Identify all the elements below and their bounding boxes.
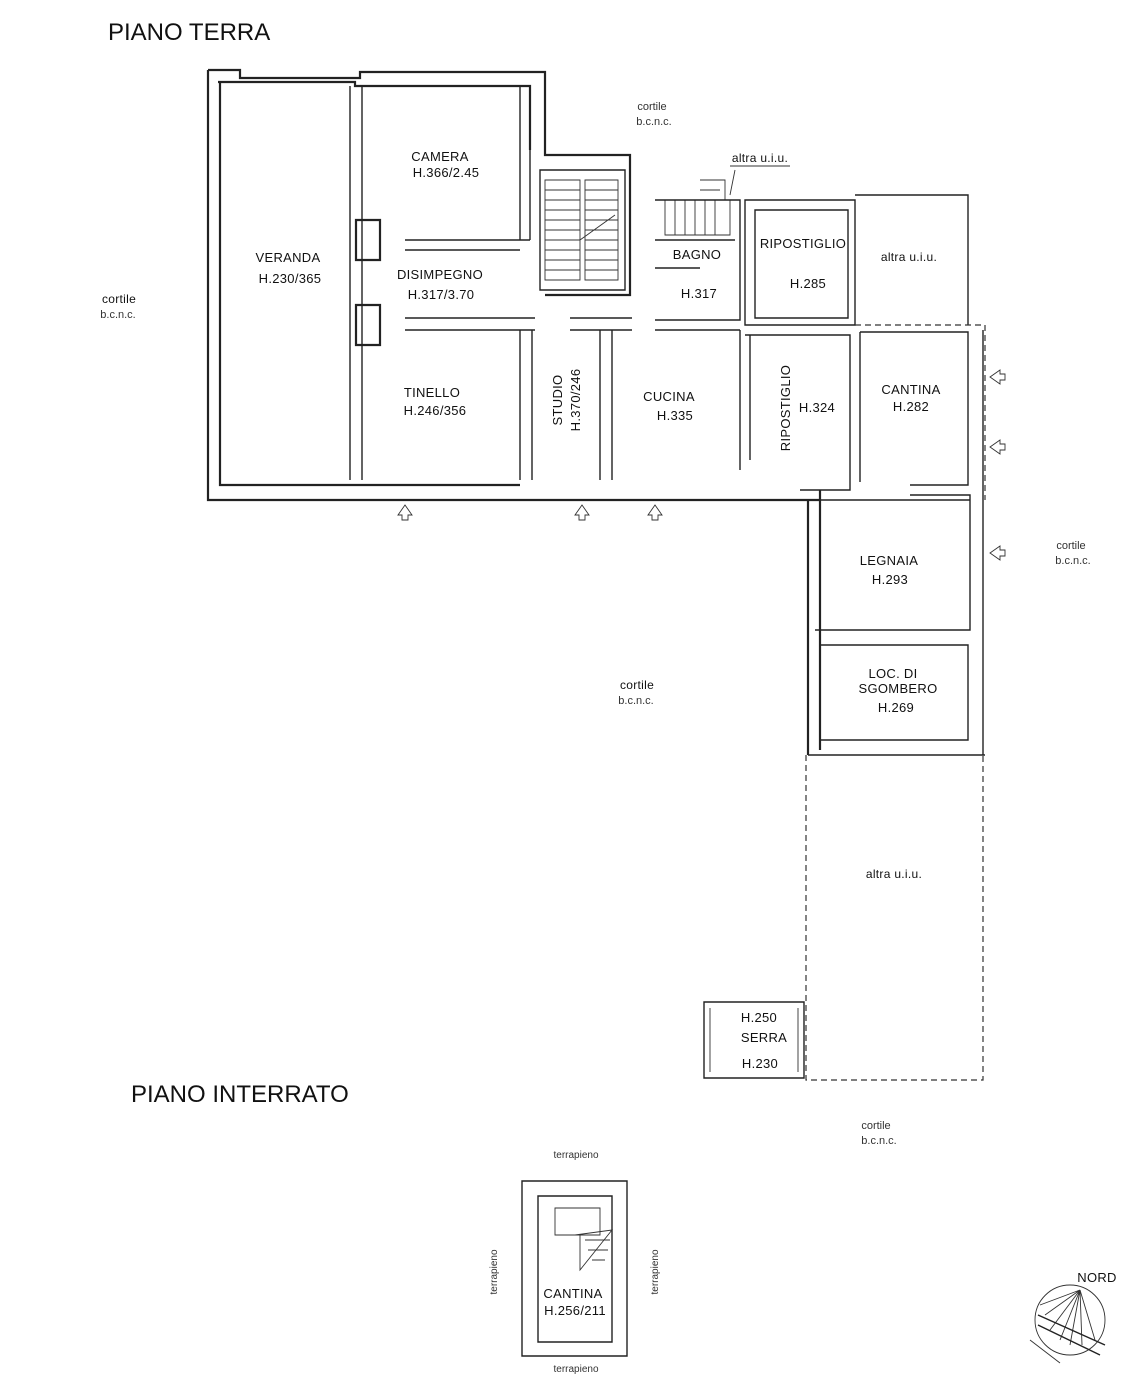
title-piano-terra: PIANO TERRA	[108, 19, 270, 46]
label-terrapieno-bottom: terrapieno	[553, 1364, 598, 1375]
label-cortile-3: cortile	[1056, 540, 1085, 552]
room-tinello-name: TINELLO	[404, 385, 460, 400]
room-sgombero-name-1: LOC. DI	[868, 666, 917, 681]
label-terrapieno-right: terrapieno	[650, 1249, 661, 1294]
north-compass-icon	[1029, 1284, 1106, 1364]
room-ripostiglio-2-name: RIPOSTIGLIO	[778, 365, 793, 451]
room-serra-height-bottom: H.230	[742, 1056, 778, 1071]
room-ripostiglio-1-height: H.285	[790, 276, 826, 291]
room-camera-height: H.366/2.45	[413, 165, 480, 180]
room-disimpegno-height: H.317/3.70	[408, 287, 475, 302]
entrance-arrows	[397, 369, 1006, 561]
room-camera-name: CAMERA	[411, 149, 468, 164]
label-bcnc-3: b.c.n.c.	[1055, 555, 1090, 567]
room-ripostiglio-1-name: RIPOSTIGLIO	[760, 236, 846, 251]
building-walls	[206, 68, 986, 1081]
room-veranda-height: H.230/365	[259, 271, 322, 286]
label-cortile-4: cortile	[620, 678, 654, 692]
room-cantina-name: CANTINA	[881, 382, 940, 397]
room-serra-height-top: H.250	[741, 1010, 777, 1025]
label-bcnc-1: b.c.n.c.	[636, 116, 671, 128]
room-cucina-height: H.335	[657, 408, 693, 423]
label-cortile-1: cortile	[637, 101, 666, 113]
room-disimpegno-name: DISIMPEGNO	[397, 267, 483, 282]
room-bagno-name: BAGNO	[673, 247, 721, 262]
room-serra-name: SERRA	[741, 1030, 787, 1045]
label-altra-uiu-big: altra u.i.u.	[866, 867, 922, 881]
label-nord: NORD	[1077, 1270, 1116, 1285]
label-altra-uiu-top: altra u.i.u.	[732, 151, 788, 165]
room-veranda-name: VERANDA	[256, 250, 321, 265]
room-sgombero-name-2: SGOMBERO	[859, 681, 938, 696]
room-legnaia-height: H.293	[872, 572, 908, 587]
room-ripostiglio-2-height: H.324	[799, 400, 835, 415]
room-cucina-name: CUCINA	[643, 389, 695, 404]
altra-uiu-leader	[729, 165, 790, 196]
room-legnaia-name: LEGNAIA	[860, 553, 918, 568]
label-cortile-2: cortile	[102, 292, 136, 306]
basement-plan	[521, 1180, 628, 1357]
label-bcnc-2: b.c.n.c.	[100, 309, 135, 321]
label-terrapieno-left: terrapieno	[489, 1249, 500, 1294]
label-bcnc-4: b.c.n.c.	[618, 695, 653, 707]
label-bcnc-5: b.c.n.c.	[861, 1135, 896, 1147]
label-altra-uiu-right: altra u.i.u.	[881, 250, 937, 264]
room-cantina-height: H.282	[893, 399, 929, 414]
room-sgombero-height: H.269	[878, 700, 914, 715]
room-tinello-height: H.246/356	[404, 403, 467, 418]
room-studio-name: STUDIO	[550, 375, 565, 426]
room-bagno-height: H.317	[681, 286, 717, 301]
room-studio-height: H.370/246	[568, 369, 583, 432]
room-cantina-basement-height: H.256/211	[544, 1303, 606, 1318]
label-terrapieno-top: terrapieno	[553, 1150, 598, 1161]
label-cortile-5: cortile	[861, 1120, 890, 1132]
room-cantina-basement-name: CANTINA	[543, 1286, 602, 1301]
title-piano-interrato: PIANO INTERRATO	[131, 1081, 349, 1108]
